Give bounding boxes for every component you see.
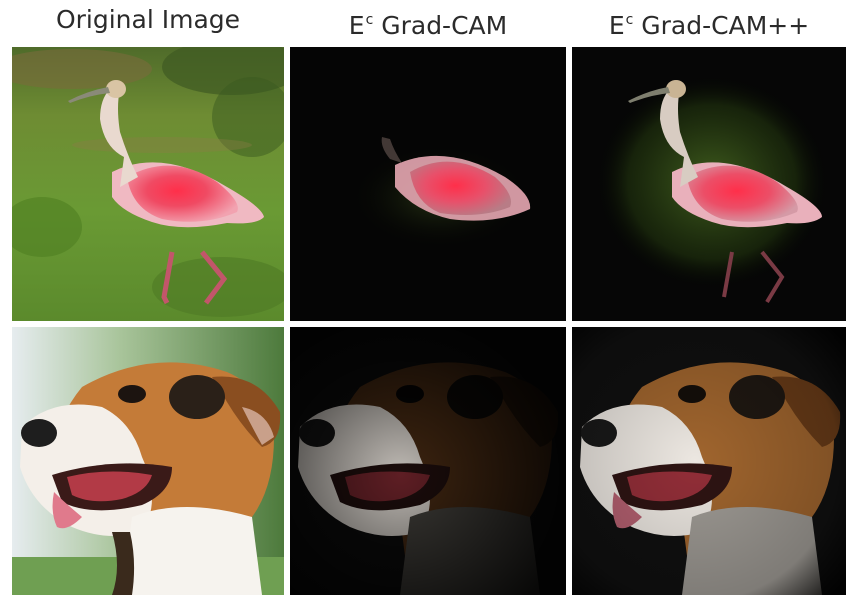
header-gradcam-sup: c: [365, 12, 374, 28]
image-dog-gradcam: [290, 327, 566, 595]
image-dog-original: [12, 327, 284, 595]
header-gradcampp: Ec Grad-CAM++: [572, 2, 846, 40]
header-gradcam-prefix: E: [348, 11, 365, 40]
image-dog-gradcampp: [572, 327, 846, 595]
header-gradcampp-prefix: E: [608, 11, 625, 40]
image-spoonbill-original: [12, 47, 284, 321]
image-spoonbill-gradcam: [290, 47, 566, 321]
header-gradcampp-label: Grad-CAM++: [641, 11, 810, 40]
image-spoonbill-gradcampp: [572, 47, 846, 321]
header-original-label: Original Image: [55, 5, 241, 34]
header-gradcam: Ec Grad-CAM: [290, 2, 566, 40]
header-gradcam-label: Grad-CAM: [381, 11, 508, 40]
header-gradcampp-sup: c: [625, 12, 634, 28]
header-original: Original Image: [12, 2, 284, 38]
